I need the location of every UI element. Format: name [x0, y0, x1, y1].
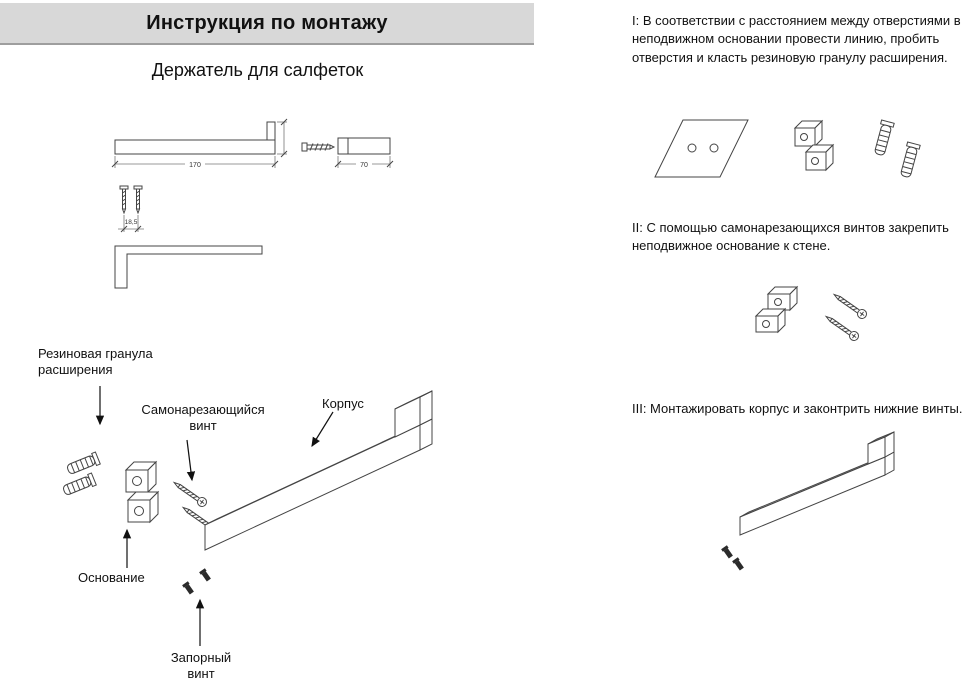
page-title: Инструкция по монтажу: [146, 11, 388, 34]
locking-screws-icon: [721, 545, 744, 571]
step-3-text: III: Монтажировать корпус и законтрить н…: [632, 401, 963, 416]
exploded-diagram: [62, 386, 433, 646]
callout-base: Основание: [78, 570, 145, 585]
side-view: 70: [301, 137, 394, 169]
locking-screws-icon: [182, 568, 211, 595]
dimension-depth-label: 70: [360, 162, 368, 169]
callout-rubber-granule: Резиновая гранула расширения: [38, 346, 153, 378]
product-subtitle: Держатель для салфеток: [151, 60, 364, 80]
self-tapping-screws-icon: [824, 293, 867, 341]
rubber-anchor-icon: [62, 472, 97, 495]
dimension-hole-spacing-label: 18,5: [125, 219, 138, 226]
rubber-anchor-icon: [874, 119, 921, 178]
base-blocks-icon: [754, 285, 799, 334]
wall-plate-icon: [654, 119, 749, 178]
step-3-illustration: [721, 431, 895, 571]
front-view: 170: [111, 118, 288, 169]
dimension-length-label: 170: [189, 162, 201, 169]
profile-view: [114, 245, 263, 289]
mounting-screws-view: 18,5: [118, 185, 144, 233]
header-bar: Инструкция по монтажу: [0, 3, 534, 45]
callout-arrows: [95, 386, 334, 646]
step-1-text: I: В соответствии с расстоянием между от…: [632, 13, 961, 65]
body-rail-icon: [739, 431, 895, 536]
step-1-illustration: [654, 119, 921, 178]
body-rail-icon: [204, 390, 433, 551]
technical-views-drawing: 170: [111, 118, 394, 289]
rubber-anchor-icon: [66, 451, 101, 474]
base-blocks-icon: [124, 460, 160, 524]
step-2-text: II: С помощью самонарезающихся винтов за…: [632, 220, 949, 254]
callout-self-tapping-screw: Самонарезающийся винт: [141, 402, 265, 434]
callout-locking-screw: Запорный винт: [170, 650, 232, 682]
base-blocks-icon: [793, 119, 835, 172]
callout-body: Корпус: [322, 396, 364, 411]
height-dimension: [277, 121, 287, 155]
step-2-illustration: [754, 285, 867, 341]
